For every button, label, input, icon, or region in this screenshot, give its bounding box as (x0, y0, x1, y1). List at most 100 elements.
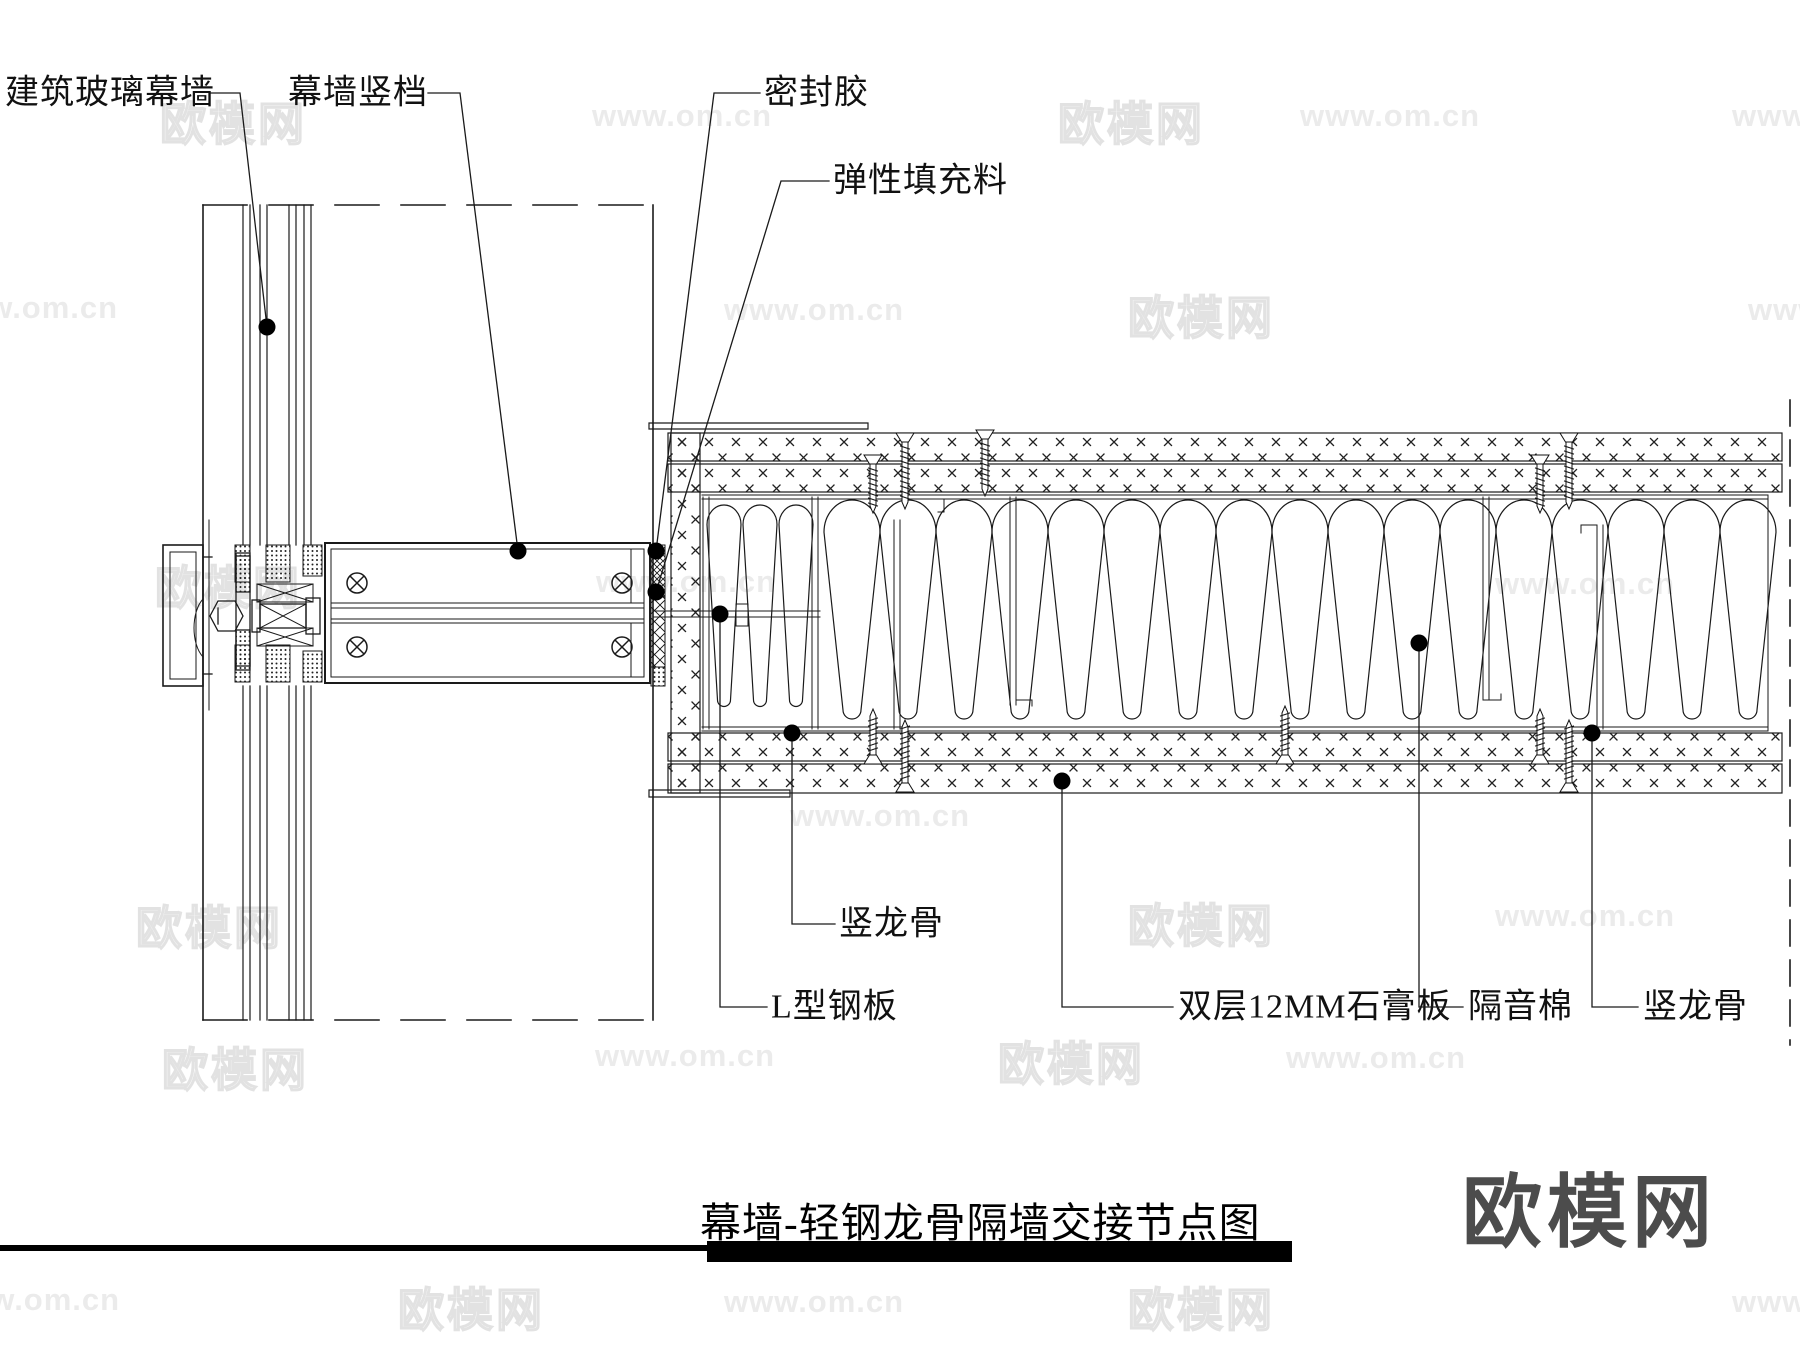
screw-icon (1559, 432, 1579, 511)
screw-icon (1559, 718, 1579, 793)
watermark-text: www.om.cn (1495, 566, 1676, 601)
watermark-text: www.om.cn (0, 1282, 121, 1317)
leader-dot-double-12mm-gypsum-board (1053, 772, 1071, 790)
label-vertical-keel-left: 竖龙骨 (839, 905, 944, 943)
title-underline-thick (707, 1241, 1292, 1262)
watermark-text: 欧模网 (1127, 1283, 1275, 1337)
watermark-text: 欧模网 (1057, 97, 1205, 151)
screw-icon (895, 718, 915, 793)
insulation-loop (706, 504, 742, 708)
insulation-loop (991, 499, 1049, 720)
leader-line-vertical-keel-left (791, 732, 836, 925)
watermark-text: 欧模网 (1127, 899, 1275, 953)
watermark-text: www.om.cn (1732, 98, 1800, 133)
leader-line-glass-curtain-wall (209, 92, 268, 328)
label-glass-curtain-wall: 建筑玻璃幕墙 (5, 74, 215, 112)
sealant-strip (650, 544, 666, 687)
insulation-loop (1439, 499, 1497, 720)
insulation-loop (1047, 499, 1105, 720)
label-vertical-keel-right: 竖龙骨 (1643, 988, 1748, 1026)
label-elastic-filler: 弹性填充料 (833, 162, 1008, 200)
screw-icon (975, 429, 995, 498)
mullion-body (324, 542, 651, 684)
mullion-section (162, 519, 666, 711)
insulation-loop (1103, 499, 1161, 720)
drawing-title: 幕墙-轻钢龙骨隔墙交接节点图 (700, 1200, 1261, 1246)
watermark-text: www.om.cn (1495, 898, 1676, 933)
insulation-loop (742, 504, 778, 708)
leader-line-curtain-wall-mullion (427, 92, 519, 552)
label-double-12mm-gypsum-board: 双层12MM石膏板 (1178, 988, 1451, 1026)
watermark-text: 欧模网 (397, 1283, 545, 1337)
leader-dot-curtain-wall-mullion (509, 542, 527, 560)
leader-line-sound-insulation-cotton (1418, 642, 1464, 1008)
leader-line-sealant (655, 92, 761, 552)
label-sound-insulation-cotton: 隔音棉 (1468, 988, 1573, 1026)
leader-line-vertical-keel-right (1591, 732, 1639, 1008)
insulation-loop (1327, 499, 1385, 720)
drywall-screws (863, 429, 1579, 793)
insulation-loop (1271, 499, 1329, 720)
leader-dot-elastic-filler (647, 583, 665, 601)
insulation-loop (1551, 499, 1609, 720)
watermark-text: 欧模网 (161, 1043, 309, 1097)
insulation-loop (823, 499, 881, 720)
insulation-loop (1383, 499, 1441, 720)
setting-blocks (256, 583, 314, 647)
annotations: 建筑玻璃幕墙 幕墙竖档 密封胶弹性填充料竖龙骨 L型钢板 双层12MM石膏板隔音棉 竖龙骨 (5, 74, 1748, 1026)
leader-line-elastic-filler (655, 180, 830, 593)
screw-icon (863, 454, 883, 515)
screw-icon (1275, 704, 1295, 765)
insulation-loop (1159, 499, 1217, 720)
leader-dot-sound-insulation-cotton (1410, 634, 1428, 652)
mullion-cover-cap (162, 519, 213, 711)
insulation-loop (1663, 499, 1721, 720)
insulation-loop (778, 504, 814, 708)
insulation-loop (1215, 499, 1273, 720)
vertical-keel-studs (702, 496, 1604, 730)
watermark-text: 欧模网 (1127, 291, 1275, 345)
label-l-shaped-steel-plate: L型钢板 (771, 988, 898, 1026)
label-sealant: 密封胶 (764, 74, 869, 112)
watermark-text: www.om.cn (1732, 1284, 1800, 1319)
insulation-loop (935, 499, 993, 720)
watermark-text: 欧模网 (135, 901, 283, 955)
glazing-gaskets (234, 544, 323, 683)
screw-icon (895, 432, 915, 511)
partition-wall (648, 399, 1791, 1046)
watermark-text: www.om.cn (1300, 98, 1481, 133)
screw-icon (1530, 454, 1550, 515)
sound-insulation-batts (706, 499, 1777, 720)
gypsum-end-strip (670, 432, 701, 794)
insulation-loop (1607, 499, 1665, 720)
watermark-text: www.om.cn (595, 1038, 776, 1073)
insulation-loop (1719, 499, 1777, 720)
watermark-text: www.om.cn (790, 798, 971, 833)
leader-line-double-12mm-gypsum-board (1061, 780, 1174, 1008)
watermark-text: www.om.cn (0, 290, 119, 325)
watermark-text: www.om.cn (592, 98, 773, 133)
leader-dot-vertical-keel-right (1583, 724, 1601, 742)
watermark-text: www.om.cn (1748, 292, 1800, 327)
leader-dot-glass-curtain-wall (258, 318, 276, 336)
bolt-connection (209, 597, 321, 635)
watermark-text: 欧模网 (159, 97, 307, 151)
curtain-wall-glass-panes (242, 204, 312, 1021)
site-logo: 欧模网 (1462, 1168, 1717, 1257)
gypsum-board-top (648, 422, 1783, 493)
leader-dot-sealant (647, 542, 665, 560)
label-curtain-wall-mullion: 幕墙竖档 (288, 74, 428, 112)
watermark-text: www.om.cn (1286, 1040, 1467, 1075)
watermark-text: 欧模网 (997, 1037, 1145, 1091)
leader-line-l-shaped-steel-plate (719, 613, 768, 1008)
watermark-text: www.om.cn (724, 292, 905, 327)
watermark-text: www.om.cn (724, 1284, 905, 1319)
gypsum-board-bottom (648, 732, 1783, 798)
leader-dot-l-shaped-steel-plate (711, 605, 729, 623)
title-underline-thin (0, 1245, 707, 1251)
screw-icon (1530, 707, 1550, 765)
insulation-loop (1495, 499, 1553, 720)
